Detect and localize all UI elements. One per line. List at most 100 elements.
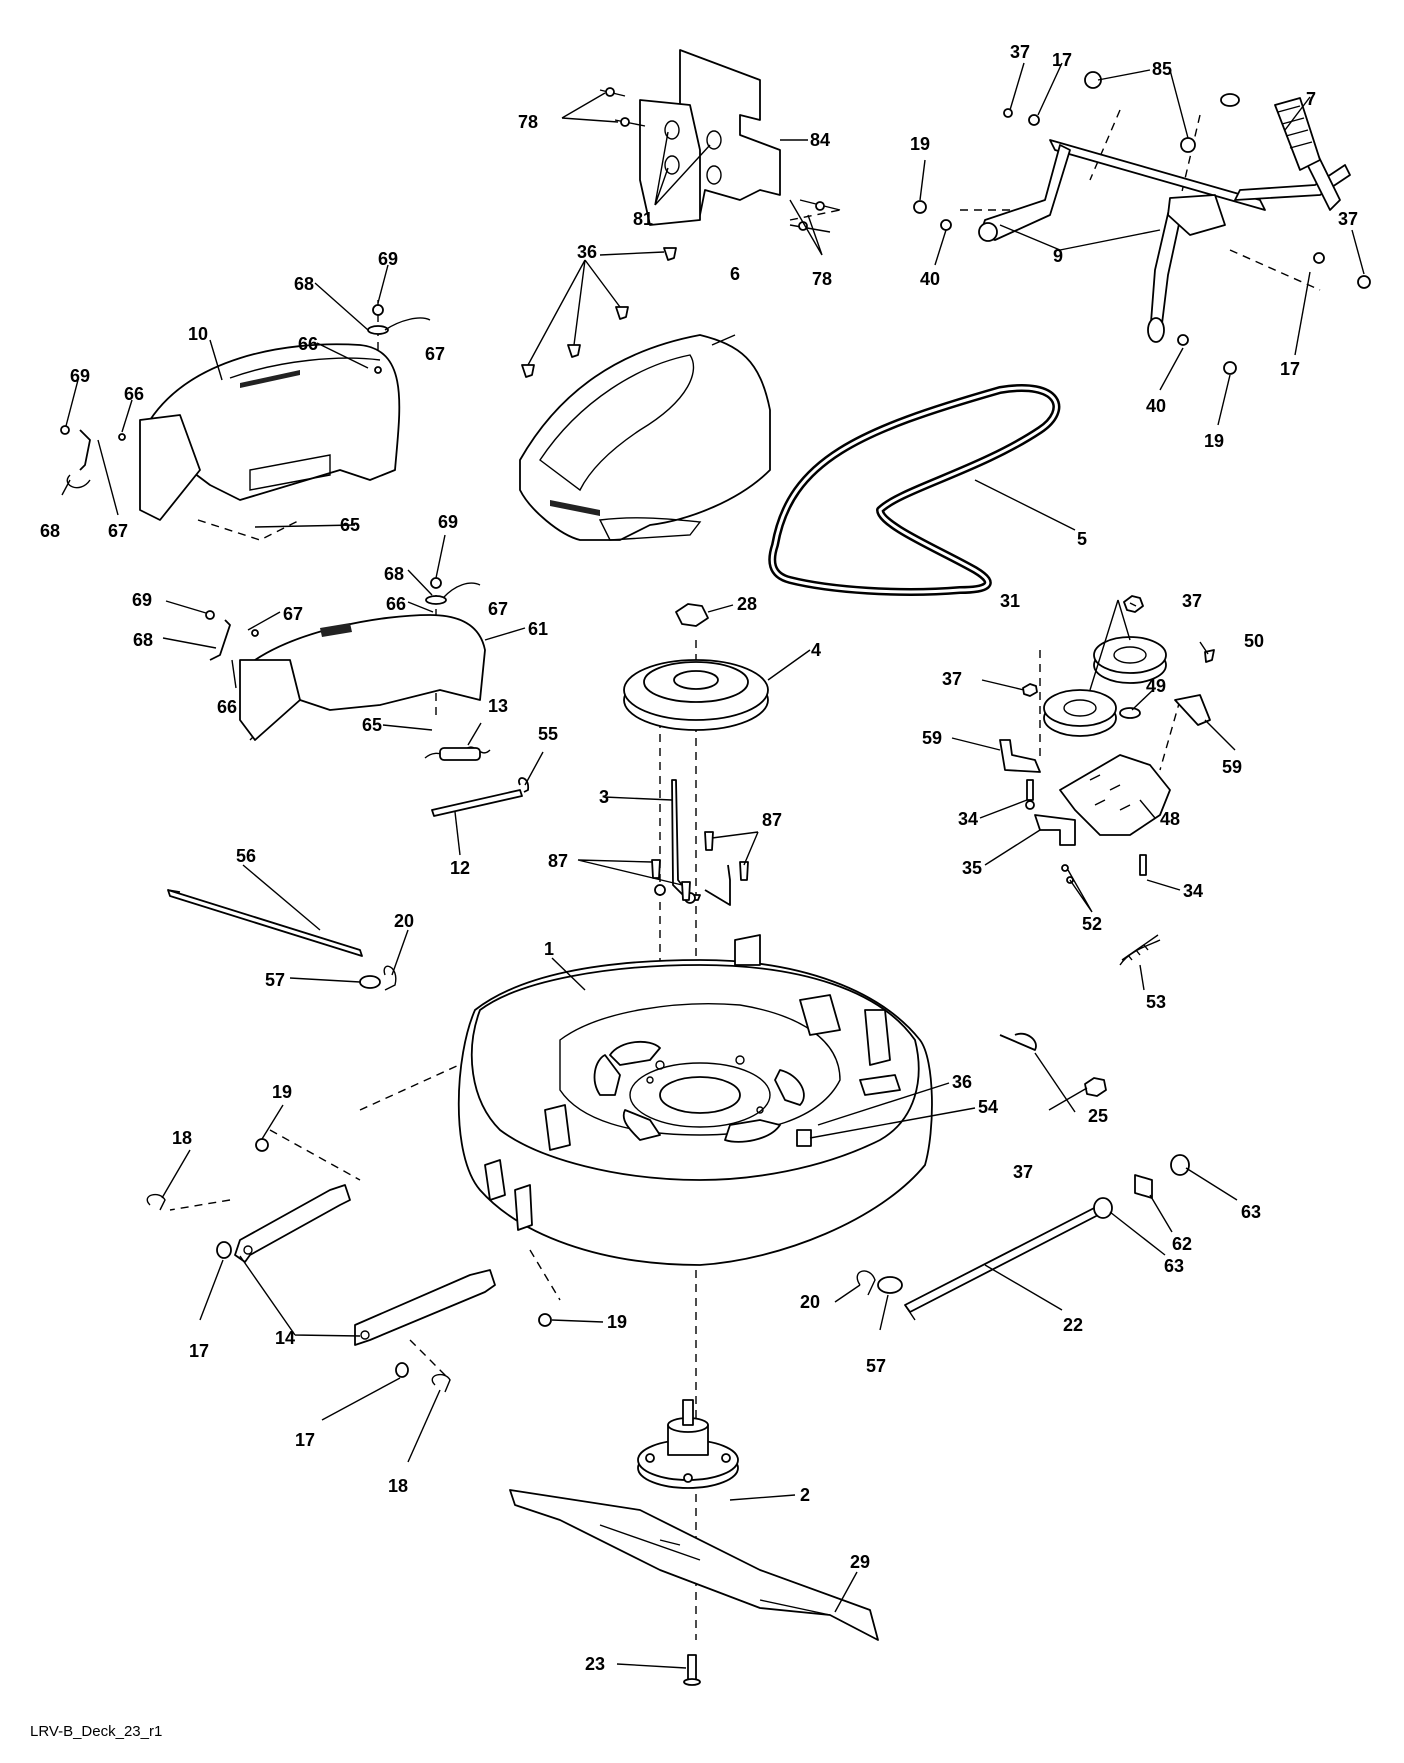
callout-84: 84 [810, 130, 830, 150]
callout-69: 69 [70, 366, 90, 386]
callout-66: 66 [386, 594, 406, 614]
bolt-23 [683, 1654, 701, 1686]
callout-36: 36 [952, 1072, 972, 1092]
callout-50: 50 [1244, 631, 1264, 651]
callout-29: 29 [850, 1552, 870, 1572]
callout-66: 66 [217, 697, 237, 717]
callout-37: 37 [1182, 591, 1202, 611]
fasteners-36 [521, 247, 677, 378]
callout-5: 5 [1077, 529, 1087, 549]
callout-20: 20 [800, 1292, 820, 1312]
callout-68: 68 [384, 564, 404, 584]
callout-68: 68 [294, 274, 314, 294]
callout-17: 17 [1052, 50, 1072, 70]
callout-52: 52 [1082, 914, 1102, 934]
callout-14: 14 [275, 1328, 295, 1348]
callout-66: 66 [298, 334, 318, 354]
callout-2: 2 [800, 1485, 810, 1505]
callout-4: 4 [811, 640, 821, 660]
callout-68: 68 [40, 521, 60, 541]
pulley-4 [623, 603, 769, 731]
callout-28: 28 [737, 594, 757, 614]
callout-87: 87 [548, 851, 568, 871]
callout-49: 49 [1146, 676, 1166, 696]
rod-22 [856, 1204, 1105, 1321]
cover-10 [139, 343, 401, 521]
callout-56: 56 [236, 846, 256, 866]
callout-62: 62 [1172, 1234, 1192, 1254]
rod-56 [167, 889, 397, 991]
callout-55: 55 [538, 724, 558, 744]
callout-63: 63 [1241, 1202, 1261, 1222]
callout-78: 78 [812, 269, 832, 289]
callout-54: 54 [978, 1097, 998, 1117]
callouts: 78 84 81 78 37 17 85 7 19 37 40 9 17 40 … [40, 42, 1358, 1674]
rod-3 [654, 779, 731, 906]
callout-17: 17 [189, 1341, 209, 1361]
drawing-reference: LRV-B_Deck_23_r1 [30, 1723, 162, 1740]
link-bar-14-upper [146, 1138, 351, 1263]
callout-12: 12 [450, 858, 470, 878]
callout-18: 18 [388, 1476, 408, 1496]
callout-78: 78 [518, 112, 538, 132]
callout-48: 48 [1160, 809, 1180, 829]
pin-25 [999, 1032, 1037, 1051]
callout-67: 67 [283, 604, 303, 624]
callout-37: 37 [942, 669, 962, 689]
callout-31: 31 [1000, 591, 1020, 611]
callout-35: 35 [962, 858, 982, 878]
callout-59: 59 [1222, 757, 1242, 777]
callout-87: 87 [762, 810, 782, 830]
callout-17: 17 [1280, 359, 1300, 379]
callout-34: 34 [958, 809, 978, 829]
rod-12 [431, 789, 523, 817]
callout-69: 69 [132, 590, 152, 610]
cover-6 [519, 334, 771, 541]
callout-63: 63 [1164, 1256, 1184, 1276]
callout-19: 19 [272, 1082, 292, 1102]
blade-29 [509, 1489, 879, 1641]
lift-linkage-9 [913, 71, 1371, 375]
callout-37: 37 [1010, 42, 1030, 62]
callout-69: 69 [378, 249, 398, 269]
callout-59: 59 [922, 728, 942, 748]
callout-7: 7 [1306, 89, 1316, 109]
leader-lines [61, 62, 1365, 1669]
callout-19: 19 [607, 1312, 627, 1332]
callout-40: 40 [1146, 396, 1166, 416]
callout-57: 57 [265, 970, 285, 990]
idler-assembly [999, 595, 1215, 966]
callout-65: 65 [340, 515, 360, 535]
callout-25: 25 [1088, 1106, 1108, 1126]
bolts-87 [651, 831, 749, 901]
callout-10: 10 [188, 324, 208, 344]
callout-3: 3 [599, 787, 609, 807]
callout-65: 65 [362, 715, 382, 735]
callout-22: 22 [1063, 1315, 1083, 1335]
callout-67: 67 [108, 521, 128, 541]
deck-1 [457, 934, 933, 1266]
callout-6: 6 [730, 264, 740, 284]
callout-37: 37 [1338, 209, 1358, 229]
callout-66: 66 [124, 384, 144, 404]
callout-68: 68 [133, 630, 153, 650]
cover-10-hardware [60, 304, 431, 489]
callout-17: 17 [295, 1430, 315, 1450]
clip-55 [518, 777, 529, 793]
callout-69: 69 [438, 512, 458, 532]
callout-57: 57 [866, 1356, 886, 1376]
callout-34: 34 [1183, 881, 1203, 901]
spring-13 [424, 746, 491, 761]
callout-37: 37 [1013, 1162, 1033, 1182]
callout-9: 9 [1053, 246, 1063, 266]
callout-67: 67 [488, 599, 508, 619]
callout-23: 23 [585, 1654, 605, 1674]
callout-13: 13 [488, 696, 508, 716]
small-nuts [1084, 1077, 1190, 1219]
callout-67: 67 [425, 344, 445, 364]
callout-53: 53 [1146, 992, 1166, 1012]
callout-85: 85 [1152, 59, 1172, 79]
callout-40: 40 [920, 269, 940, 289]
callout-18: 18 [172, 1128, 192, 1148]
